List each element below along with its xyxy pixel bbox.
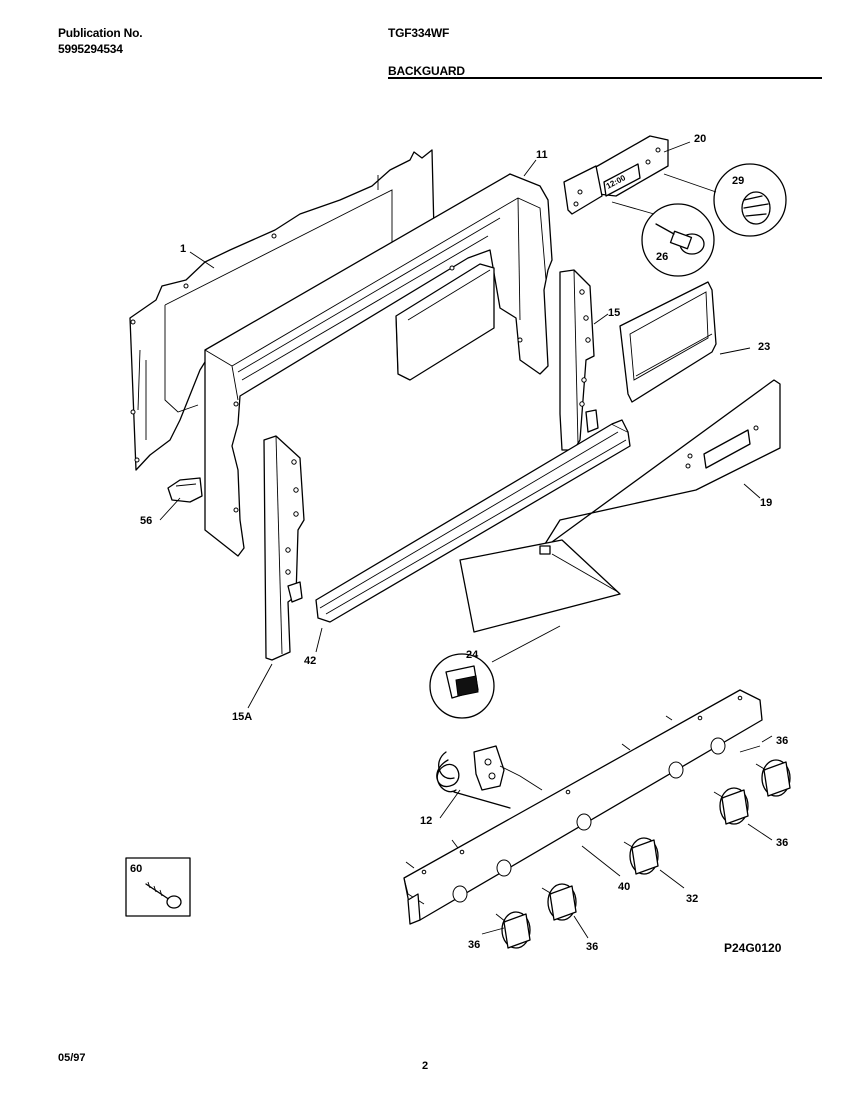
section-title: BACKGUARD	[388, 64, 465, 78]
part-knob-26	[611, 201, 715, 277]
callout-42: 42	[304, 655, 316, 667]
part-bracket-56	[167, 477, 203, 503]
knob-36-lower-mid	[541, 883, 577, 921]
callout-1: 1	[180, 243, 186, 255]
callout-29: 29	[732, 175, 744, 187]
part-end-bracket-15	[559, 269, 599, 451]
page-number: 2	[422, 1060, 429, 1072]
callout-19: 19	[760, 497, 772, 509]
callout-23: 23	[758, 341, 770, 353]
callout-36-upper-right: 36	[776, 735, 788, 747]
knob-36-upper-right	[755, 759, 791, 797]
publication-label: Publication No.	[58, 26, 143, 40]
leader-lines	[159, 141, 773, 939]
callout-15: 15	[608, 307, 620, 319]
header-rule	[388, 77, 822, 79]
part-backguard-frame	[204, 173, 553, 557]
part-clock-20: 12:00	[563, 135, 669, 215]
part-thermostat-12	[436, 745, 543, 809]
callout-20: 20	[694, 133, 706, 145]
callout-32: 32	[686, 893, 698, 905]
callout-56: 56	[140, 515, 152, 527]
callout-12: 12	[420, 815, 432, 827]
knob-32	[623, 837, 659, 875]
part-lens-23	[619, 281, 717, 403]
callout-36-upper-mid: 36	[776, 837, 788, 849]
knob-36-lower-left	[495, 911, 531, 949]
publication-number: 5995294534	[58, 42, 123, 56]
footer-date: 05/97	[58, 1052, 86, 1064]
callout-24: 24	[466, 649, 479, 661]
callout-36-lower-left: 36	[468, 939, 480, 951]
callout-11: 11	[536, 149, 548, 161]
knob-36-upper-mid	[713, 787, 749, 825]
callout-60: 60	[130, 863, 142, 875]
callout-15a: 15A	[232, 711, 252, 723]
part-clock-knob-29	[663, 163, 787, 237]
part-manifold-panel-40	[403, 689, 763, 925]
part-screw-60	[125, 857, 191, 917]
callout-26: 26	[656, 251, 668, 263]
part-switch-24	[429, 539, 621, 719]
part-end-bracket-15a	[263, 435, 305, 661]
model-number: TGF334WF	[388, 26, 450, 40]
callout-40: 40	[618, 881, 630, 893]
callout-36-lower-mid: 36	[586, 941, 598, 953]
figure-code: P24G0120	[724, 941, 782, 955]
part-channel-42	[315, 419, 631, 623]
